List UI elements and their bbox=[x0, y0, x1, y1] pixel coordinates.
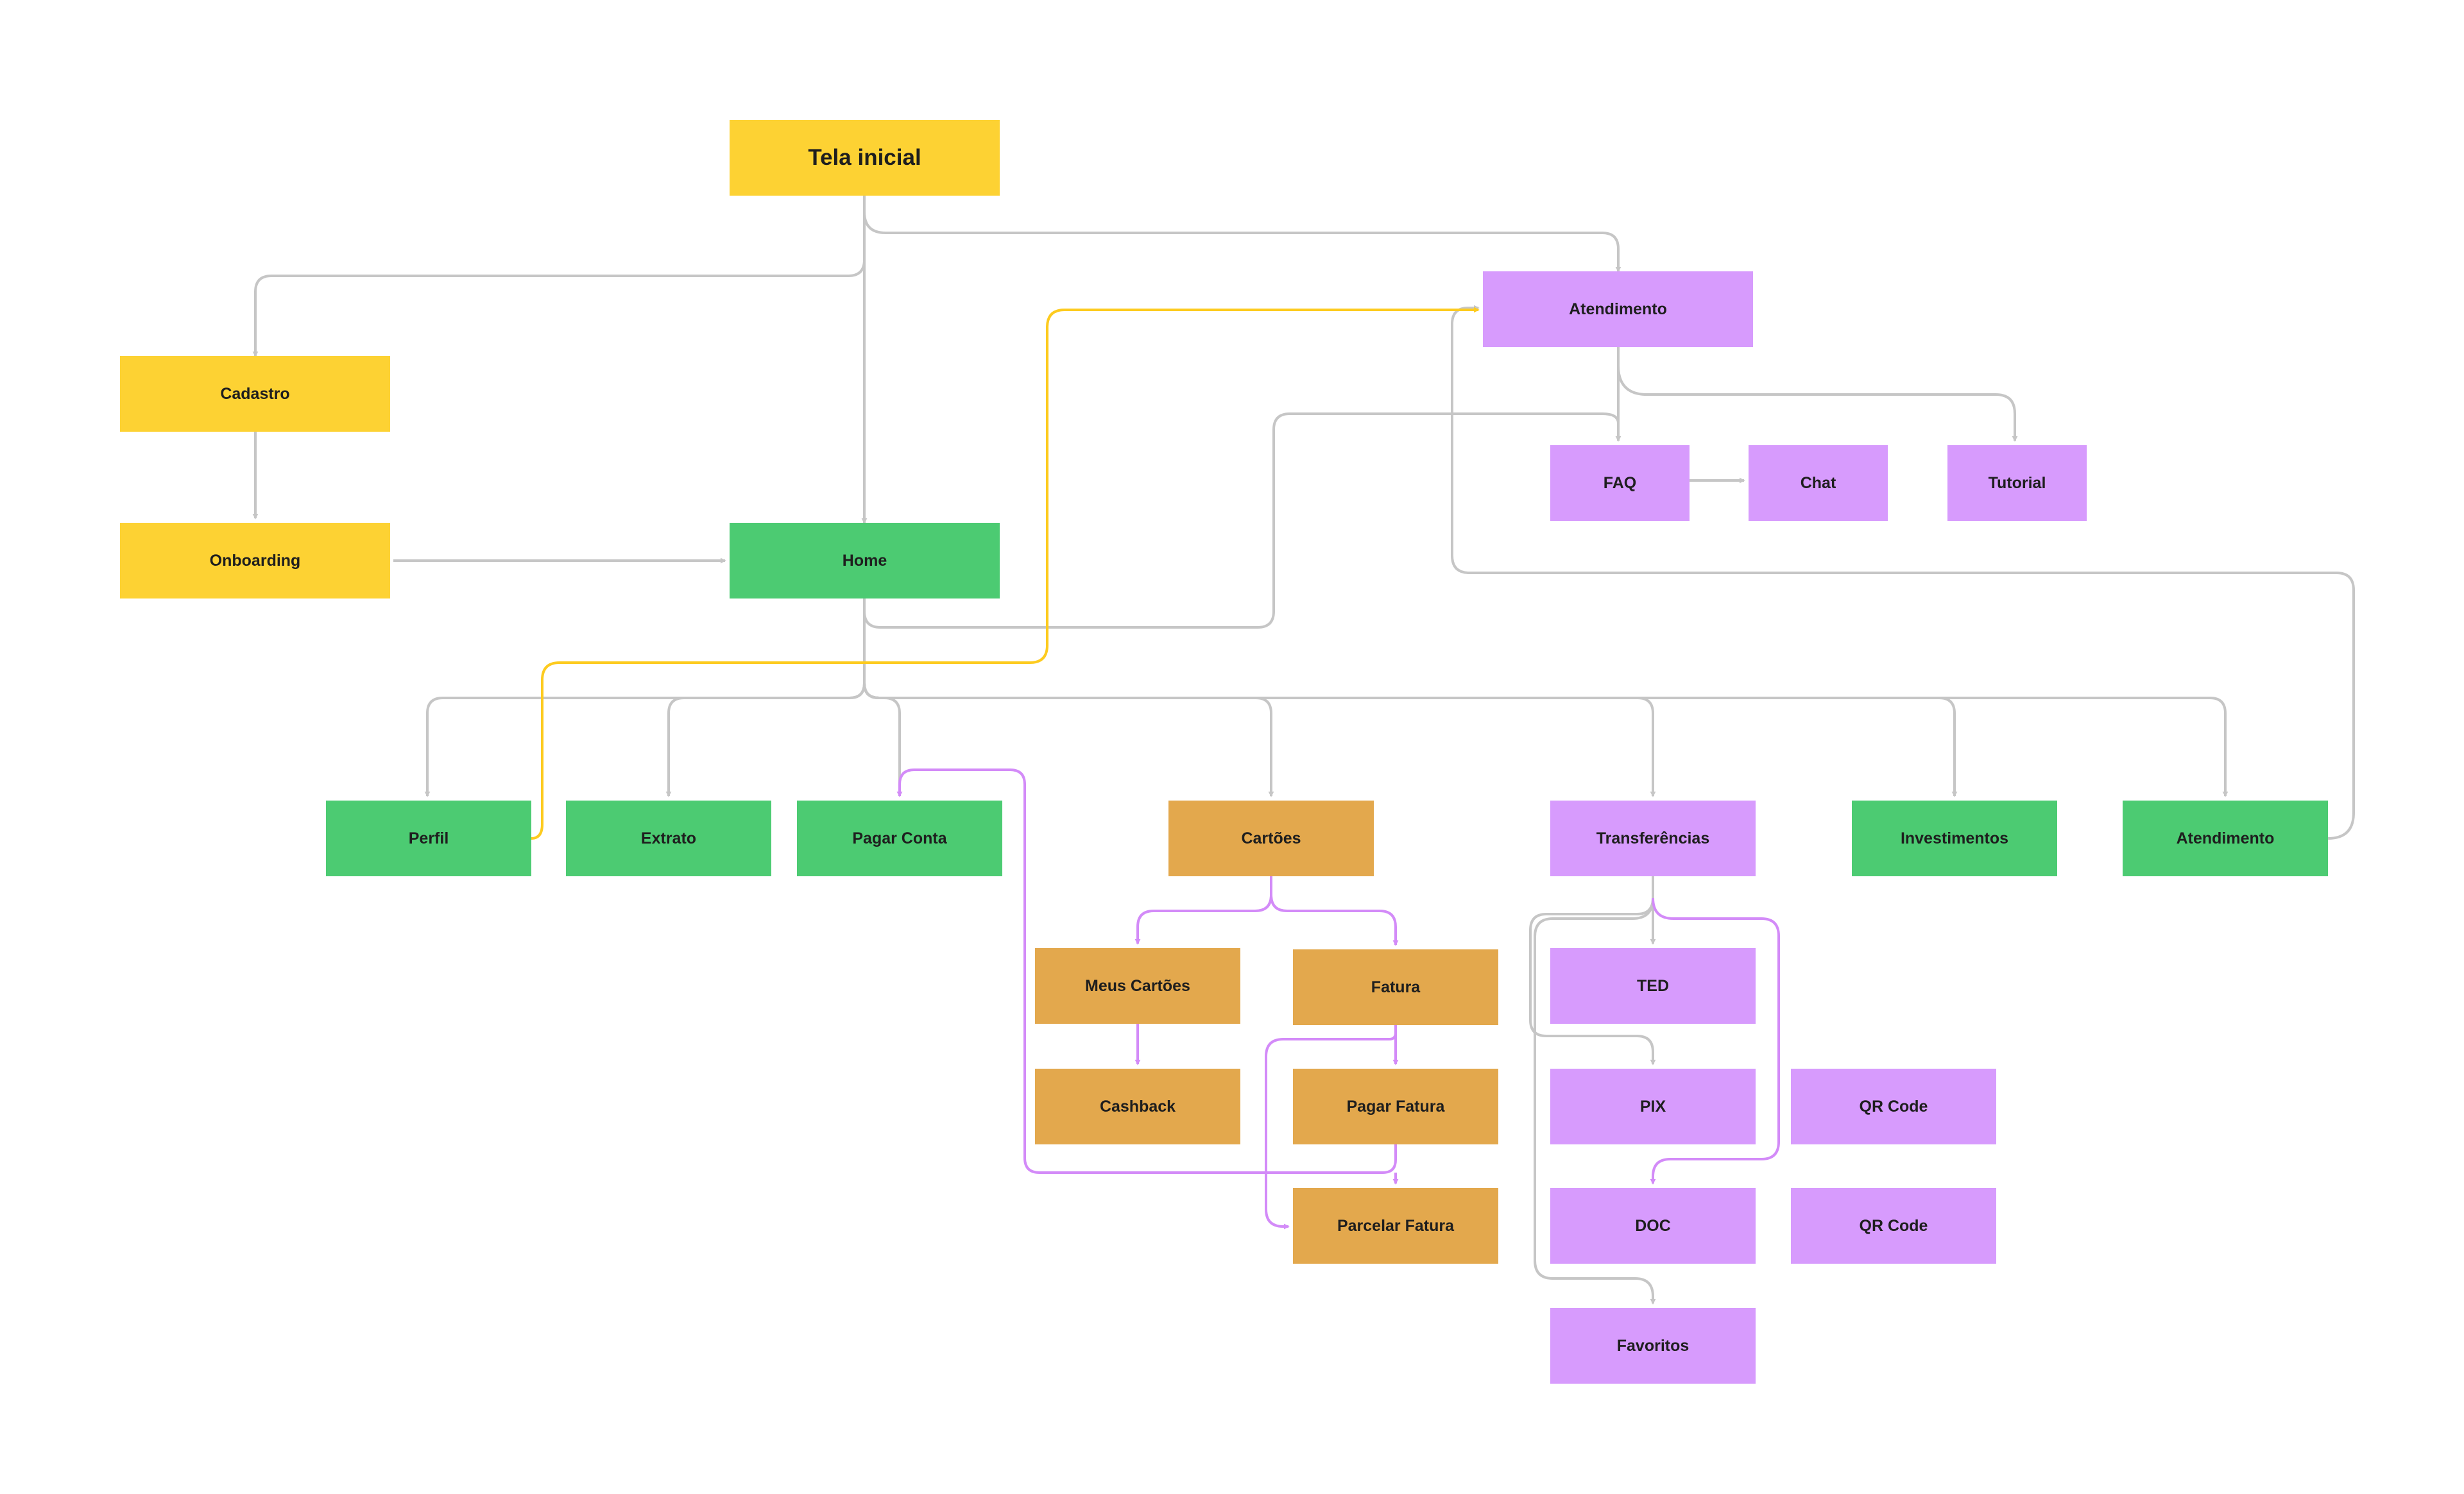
node-cashback[interactable]: Cashback bbox=[1035, 1069, 1240, 1144]
node-favoritos[interactable]: Favoritos bbox=[1550, 1308, 1756, 1384]
link-atendimento-to-tutorial bbox=[1617, 365, 2018, 442]
link-cartoes-to-meuscartoes bbox=[1134, 876, 1272, 945]
node-label: PIX bbox=[1639, 1097, 1666, 1116]
node-label: Cadastro bbox=[220, 384, 290, 403]
node-label: Home bbox=[842, 551, 887, 570]
node-ted[interactable]: TED bbox=[1550, 948, 1756, 1024]
link-transf-to-favoritos bbox=[1534, 897, 1656, 1305]
node-pix[interactable]: PIX bbox=[1550, 1069, 1756, 1144]
node-label: Atendimento bbox=[2176, 829, 2275, 847]
node-tutorial[interactable]: Tutorial bbox=[1947, 445, 2087, 521]
node-label: Onboarding bbox=[209, 551, 301, 570]
node-tela-inicial[interactable]: Tela inicial bbox=[730, 120, 1000, 196]
link-transf-to-pix bbox=[1529, 897, 1656, 1065]
node-label: Pagar Conta bbox=[852, 829, 947, 847]
link-perfil-to-atendimento bbox=[531, 307, 1480, 840]
node-extrato[interactable]: Extrato bbox=[566, 801, 771, 876]
node-label: Investimentos bbox=[1900, 829, 2009, 847]
node-pagar-conta[interactable]: Pagar Conta bbox=[797, 801, 1002, 876]
node-label: Cartões bbox=[1241, 829, 1301, 847]
node-meus-cartoes[interactable]: Meus Cartões bbox=[1035, 948, 1240, 1024]
node-label: Parcelar Fatura bbox=[1337, 1216, 1455, 1235]
node-fatura[interactable]: Fatura bbox=[1293, 949, 1498, 1025]
node-atendimento-bottom[interactable]: Atendimento bbox=[2123, 801, 2328, 876]
node-label: FAQ bbox=[1603, 473, 1637, 492]
link-home-to-faq bbox=[863, 412, 1620, 629]
node-label: Cashback bbox=[1099, 1097, 1176, 1116]
node-perfil[interactable]: Perfil bbox=[326, 801, 531, 876]
node-label: QR Code bbox=[1859, 1097, 1928, 1116]
node-label: Tela inicial bbox=[808, 145, 921, 170]
node-label: DOC bbox=[1635, 1216, 1671, 1235]
node-transferencias[interactable]: Transferências bbox=[1550, 801, 1756, 876]
node-label: Atendimento bbox=[1569, 300, 1667, 318]
node-cartoes[interactable]: Cartões bbox=[1168, 801, 1374, 876]
node-label: Favoritos bbox=[1616, 1336, 1690, 1355]
link-tela-to-atendimento bbox=[863, 211, 1621, 273]
node-label: Perfil bbox=[408, 829, 449, 847]
node-label: TED bbox=[1637, 976, 1669, 995]
link-pagarfatura-to-pagarconta bbox=[896, 768, 1397, 1174]
node-doc[interactable]: DOC bbox=[1550, 1188, 1756, 1264]
node-faq[interactable]: FAQ bbox=[1550, 445, 1690, 521]
node-cadastro[interactable]: Cadastro bbox=[120, 356, 390, 432]
node-onboarding[interactable]: Onboarding bbox=[120, 523, 390, 598]
node-home[interactable]: Home bbox=[730, 523, 1000, 598]
link-fatura-to-parcelar bbox=[1265, 1032, 1397, 1230]
node-qr-code-2[interactable]: QR Code bbox=[1791, 1188, 1996, 1264]
node-label: Transferências bbox=[1596, 829, 1710, 847]
node-pagar-fatura[interactable]: Pagar Fatura bbox=[1293, 1069, 1498, 1144]
node-label: Meus Cartões bbox=[1085, 976, 1190, 995]
node-label: QR Code bbox=[1859, 1216, 1928, 1235]
node-label: Pagar Fatura bbox=[1346, 1097, 1445, 1116]
node-qr-code-1[interactable]: QR Code bbox=[1791, 1069, 1996, 1144]
link-cartoes-to-fatura bbox=[1270, 894, 1399, 946]
node-label: Fatura bbox=[1371, 978, 1421, 996]
node-parcelar-fatura[interactable]: Parcelar Fatura bbox=[1293, 1188, 1498, 1264]
node-label: Chat bbox=[1800, 473, 1836, 492]
link-transf-to-doc bbox=[1650, 897, 1780, 1185]
node-label: Extrato bbox=[640, 829, 697, 847]
node-label: Tutorial bbox=[1988, 473, 2046, 492]
node-investimentos[interactable]: Investimentos bbox=[1852, 801, 2057, 876]
node-chat[interactable]: Chat bbox=[1749, 445, 1888, 521]
node-atendimento-top[interactable]: Atendimento bbox=[1483, 271, 1753, 347]
link-atendbottom-to-atendimento bbox=[1451, 305, 2355, 840]
link-tela-to-cadastro bbox=[252, 196, 866, 357]
